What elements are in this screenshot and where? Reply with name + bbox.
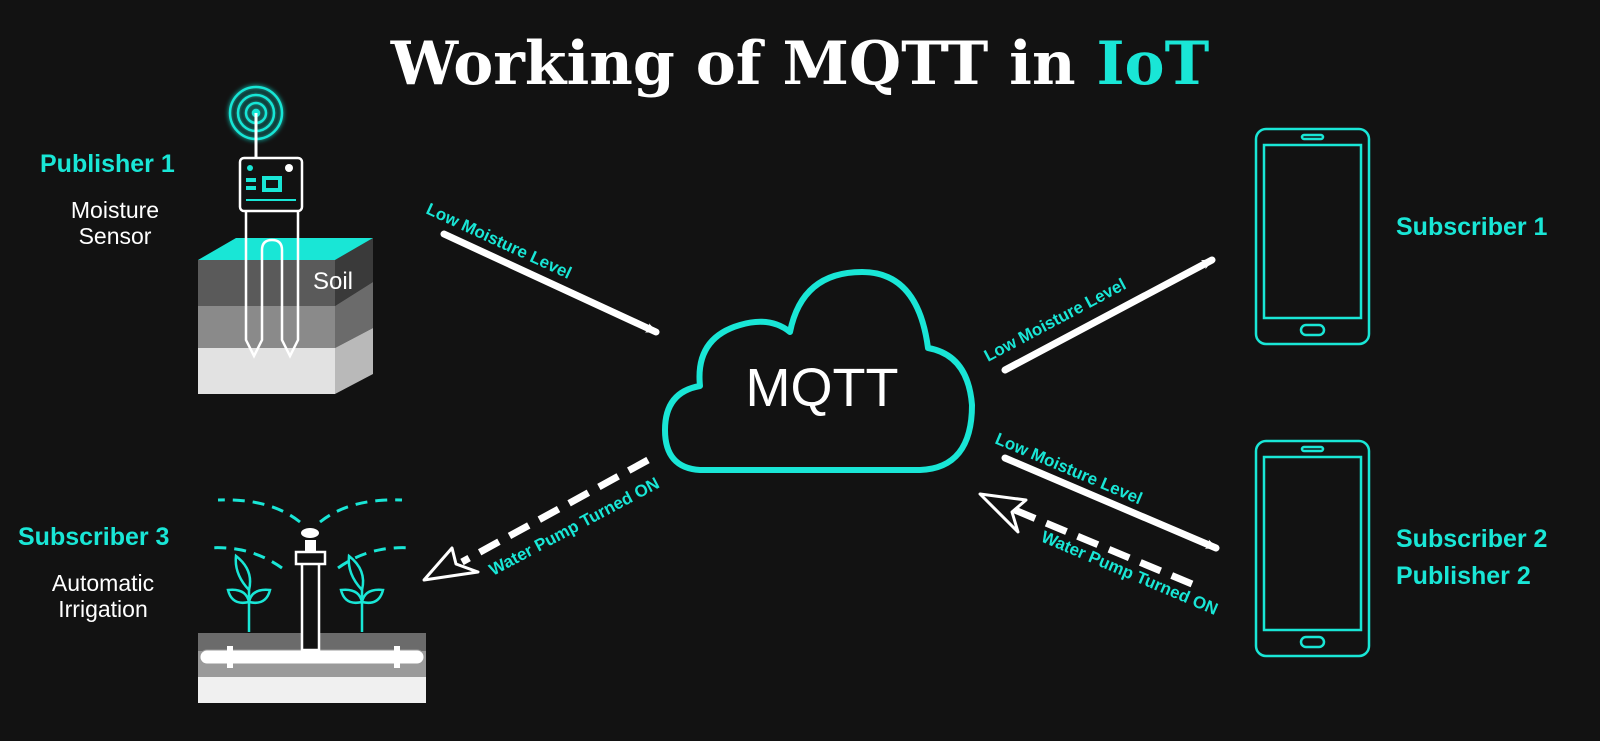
soil-block-icon: Soil	[198, 238, 373, 394]
arrow-broker-to-sub3: Water Pump Turned ON	[422, 456, 663, 582]
subscriber-1-group: Subscriber 1	[1254, 127, 1548, 346]
subscriber-2-label: Subscriber 2	[1396, 525, 1547, 553]
arrow-broker-to-sub2: Low Moisture Level	[992, 429, 1220, 552]
subscriber-3-group: Subscriber 3 Automatic Irrigation	[18, 498, 426, 703]
arrow-pub1-to-broker: Low Moisture Level	[423, 199, 660, 336]
msg-pub1-label: Low Moisture Level	[423, 199, 574, 282]
irrigation-label-line2: Irrigation	[58, 596, 147, 622]
title-main: Working of MQTT in	[390, 29, 1097, 99]
msg-sub2-label: Low Moisture Level	[992, 429, 1145, 508]
publisher-1-label: Publisher 1	[40, 150, 175, 178]
moisture-sensor-label-line1: Moisture	[71, 197, 159, 223]
msg-sub3-label: Water Pump Turned ON	[486, 474, 663, 580]
moisture-sensor-icon	[228, 85, 304, 359]
soil-label: Soil	[313, 268, 353, 295]
title-accent: IoT	[1096, 29, 1209, 99]
broker-label: MQTT	[746, 358, 899, 418]
arrow-broker-to-sub1: Low Moisture Level	[981, 256, 1216, 374]
sprinkler-icon	[198, 498, 426, 703]
page-title: Working of MQTT in IoT	[390, 29, 1210, 99]
subscriber-1-label: Subscriber 1	[1396, 213, 1548, 241]
mqtt-broker: MQTT	[662, 269, 975, 473]
moisture-sensor-label-line2: Sensor	[79, 223, 152, 249]
subscriber-3-label: Subscriber 3	[18, 523, 169, 551]
cloud-icon	[662, 269, 975, 473]
publisher-1-group: Publisher 1 Moisture Sensor Soil	[40, 85, 373, 394]
subscriber-2-group: Subscriber 2 Publisher 2	[1254, 439, 1547, 658]
msg-sub1-label: Low Moisture Level	[981, 275, 1129, 366]
publisher-2-label: Publisher 2	[1396, 562, 1531, 590]
irrigation-label-line1: Automatic	[52, 570, 154, 596]
arrow-pub2-to-broker: Water Pump Turned ON	[978, 492, 1221, 619]
smartphone-icon	[1254, 439, 1371, 658]
smartphone-icon	[1254, 127, 1371, 346]
